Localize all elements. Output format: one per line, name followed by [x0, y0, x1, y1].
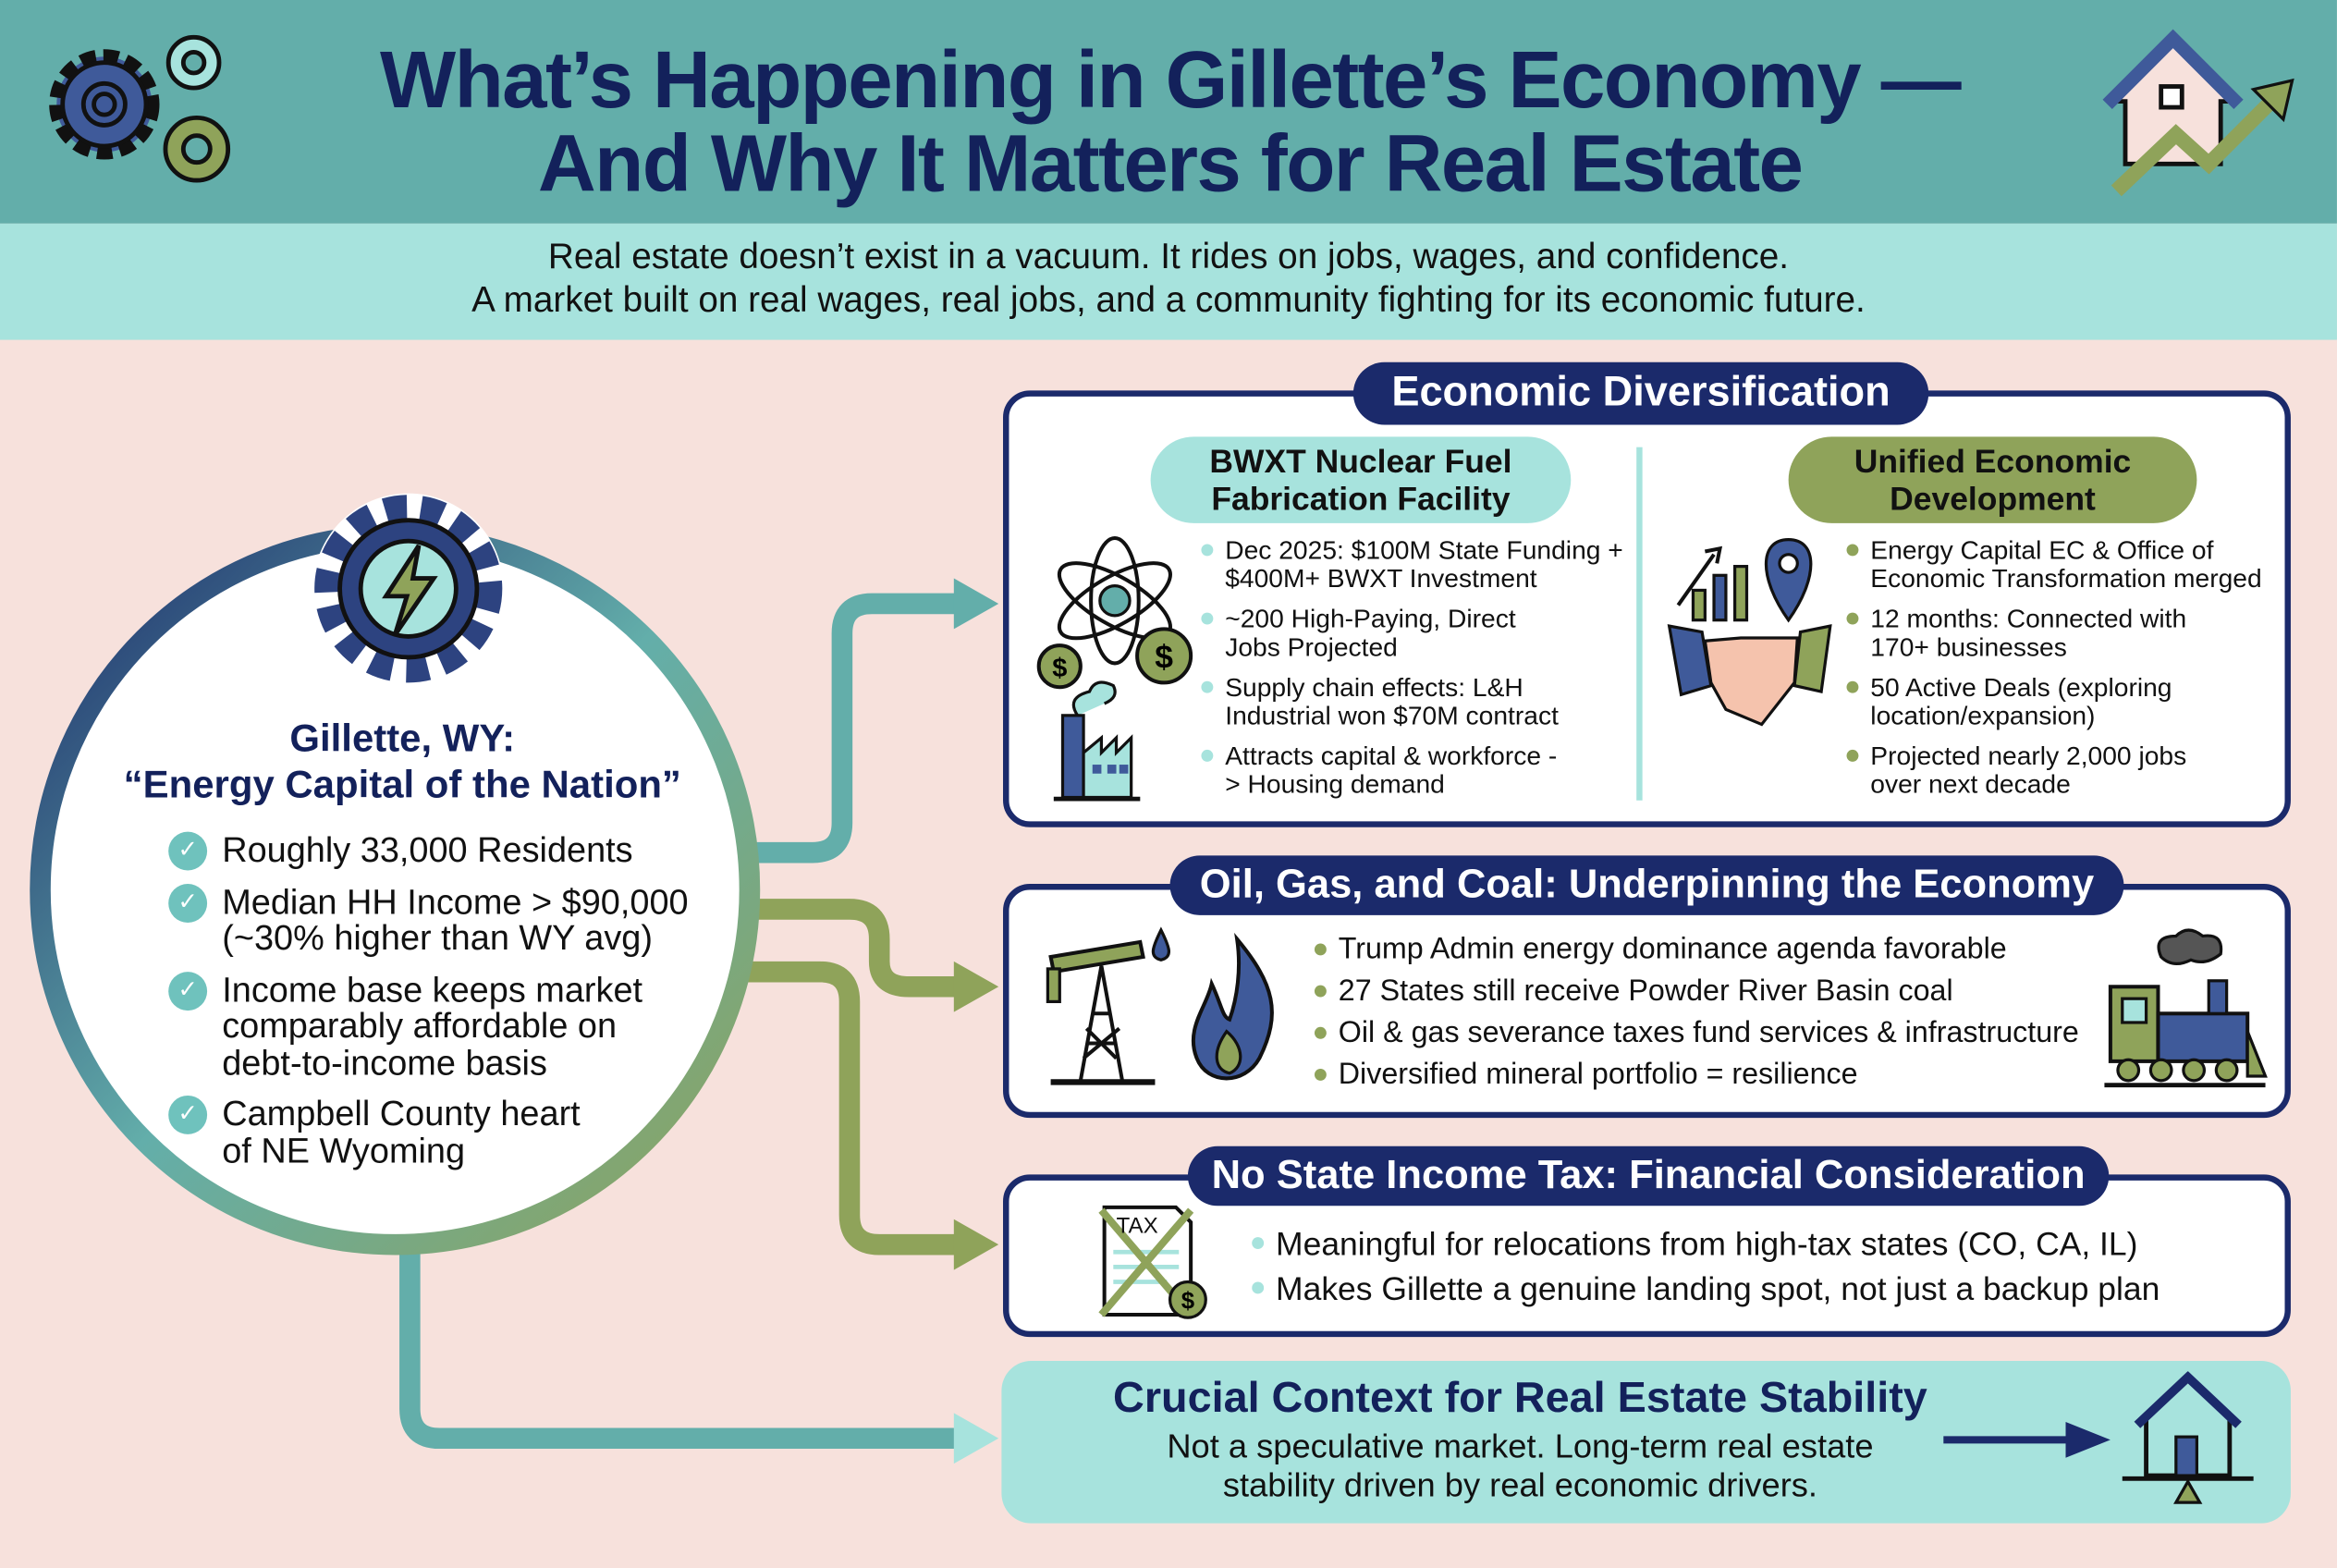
context-title: Crucial Context for Real Estate Stabilit… — [1113, 1374, 1927, 1423]
check-icon: ✓ — [168, 831, 208, 871]
check-icon: ✓ — [168, 971, 208, 1011]
hub-item: ✓Income base keeps market comparably aff… — [168, 971, 645, 1080]
unified-item: 50 Active Deals (exploring location/expa… — [1846, 673, 2190, 730]
tax-item: Makes Gillette a genuine landing spot, n… — [1252, 1267, 2160, 1311]
unified-item: Projected nearly 2,000 jobs over next de… — [1846, 741, 2220, 799]
connector-tax — [738, 961, 961, 1256]
tax-item: Meaningful for relocations from high-tax… — [1252, 1222, 2160, 1267]
lightning-gear-icon — [312, 493, 504, 684]
title-line-1: What’s Happening in Gillette’s Economy — — [380, 35, 1962, 126]
atom-factory-icon: $ $ — [1036, 535, 1193, 802]
hub-list: ✓Roughly 33,000 Residents ✓Median HH Inc… — [168, 831, 735, 1183]
bwxt-item: Supply chain effects: L&H Industrial won… — [1201, 673, 1588, 730]
no-tax-icon: $ TAX — [1093, 1201, 1212, 1323]
context-body-line-1: Not a speculative market. Long-term real… — [1167, 1427, 1874, 1465]
connector-diversification — [752, 593, 961, 864]
house-growth-icon — [2102, 29, 2294, 197]
oil-pump-icon — [1046, 926, 1274, 1085]
connector-context — [399, 1237, 961, 1450]
tax-title: No State Income Tax: Financial Considera… — [1187, 1145, 2110, 1207]
bwxt-item: Attracts capital & workforce -> Housing … — [1201, 741, 1559, 799]
subtitle-line-2: A market built on real wages, real jobs,… — [471, 280, 1866, 321]
energy-item: 27 States still receive Powder River Bas… — [1314, 971, 2079, 1012]
title-line-2: And Why It Matters for Real Estate — [537, 118, 1804, 209]
hub-title-line-1: Gillette, WY: — [289, 715, 516, 761]
energy-title: Oil, Gas, and Coal: Underpinning the Eco… — [1169, 855, 2124, 915]
svg-text:$: $ — [1181, 1289, 1194, 1315]
svg-text:$: $ — [1155, 638, 1173, 675]
unified-item: Energy Capital EC & Office of Economic T… — [1846, 536, 2280, 593]
context-body-line-2: stability driven by real economic driver… — [1222, 1466, 1818, 1504]
gears-icon — [49, 34, 231, 183]
bwxt-title: BWXT Nuclear Fuel Fabrication Facility — [1150, 436, 1572, 523]
hub-item: ✓Roughly 33,000 Residents — [168, 831, 735, 871]
energy-item: Diversified mineral portfolio = resilien… — [1314, 1054, 2079, 1096]
bwxt-item: ~200 High-Paying, Direct Jobs Projected — [1201, 605, 1544, 662]
subtitle-band: Real estate doesn’t exist in a vacuum. I… — [0, 223, 2337, 340]
bwxt-item: Dec 2025: $100M State Funding + $400M+ B… — [1201, 536, 1633, 593]
header-banner: What’s Happening in Gillette’s Economy —… — [0, 0, 2337, 224]
tax-list: Meaningful for relocations from high-tax… — [1252, 1222, 2160, 1312]
connector-energy — [745, 899, 961, 998]
context-body: Not a speculative market. Long-term real… — [1044, 1427, 1998, 1505]
energy-item: Trump Admin energy dominance agenda favo… — [1314, 928, 2079, 970]
hub-title: Gillette, WY: “Energy Capital of the Nat… — [90, 716, 716, 808]
bwxt-list: Dec 2025: $100M State Funding + $400M+ B… — [1201, 536, 1633, 799]
balanced-house-icon — [1943, 1371, 2254, 1504]
divider — [1636, 447, 1643, 801]
hub-item: ✓Median HH Income > $90,000 (~30% higher… — [168, 883, 720, 956]
diversification-title: Economic Diversification — [1352, 361, 1929, 425]
tax-icon-label: TAX — [1116, 1213, 1158, 1239]
handshake-growth-icon — [1667, 538, 1832, 727]
hub-title-line-2: “Energy Capital of the Nation” — [123, 761, 681, 807]
check-icon: ✓ — [168, 1095, 208, 1134]
coal-train-icon — [2104, 928, 2268, 1088]
subtitle-line-1: Real estate doesn’t exist in a vacuum. I… — [547, 237, 1790, 277]
unified-list: Energy Capital EC & Office of Economic T… — [1846, 536, 2280, 799]
energy-list: Trump Admin energy dominance agenda favo… — [1314, 928, 2079, 1096]
hub-item: ✓Campbell County heart of NE Wyoming — [168, 1096, 616, 1169]
svg-text:$: $ — [1052, 654, 1067, 683]
unified-title: Unified Economic Development — [1788, 436, 2197, 523]
energy-item: Oil & gas severance taxes fund services … — [1314, 1012, 2079, 1054]
check-icon: ✓ — [168, 883, 208, 923]
unified-item: 12 months: Connected with 170+ businesse… — [1846, 605, 2205, 662]
